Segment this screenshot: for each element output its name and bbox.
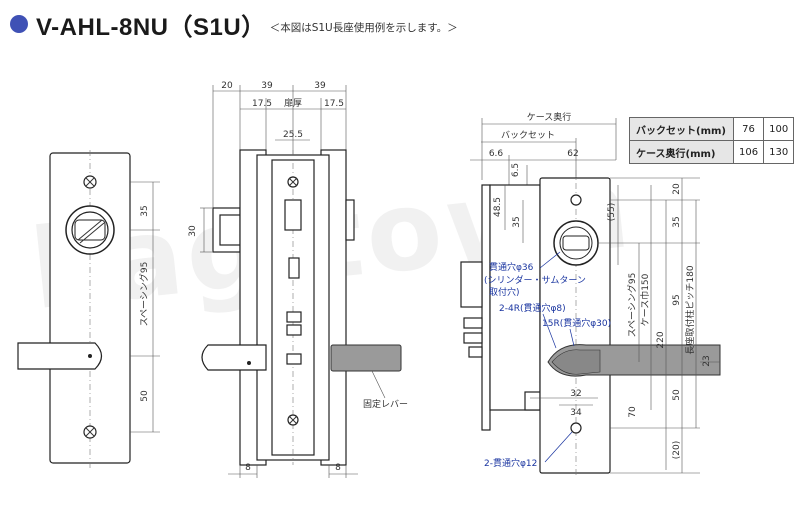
side-dim-25-5: 25.5 <box>283 130 303 140</box>
case-dim-spacing95: スペーシング95 <box>626 273 638 338</box>
side-dim-door: 扉厚 <box>284 97 302 109</box>
side-dim-17-5-right: 17.5 <box>324 99 344 109</box>
case-dim-width150: ケース巾150 <box>639 273 651 326</box>
spec-value: 100 <box>763 117 795 141</box>
case-dim-70: 70 <box>628 406 638 418</box>
case-dim-48-5: 48.5 <box>493 197 503 217</box>
side-dim-8-right: 8 <box>335 463 341 473</box>
case-dim-depth: ケース奥行 <box>527 111 572 123</box>
case-dim-50: 50 <box>672 389 682 401</box>
side-lever-left <box>201 344 267 371</box>
side-dim-39-left: 39 <box>261 81 273 91</box>
spec-label: バックセット(mm) <box>629 117 734 141</box>
case-dim-32: 32 <box>570 389 581 399</box>
note-hole12: 2-貫通穴φ12 <box>484 457 537 469</box>
case-dim-35-right: 35 <box>672 216 682 227</box>
front-lever <box>17 342 103 370</box>
front-dim-top: 35 <box>140 205 150 216</box>
front-dim-bottom: 50 <box>140 390 150 402</box>
fixed-lever <box>330 344 402 372</box>
front-dim-spacing: スペーシング95 <box>138 262 150 327</box>
cylinder-icon <box>553 220 599 266</box>
case-dim-6-6: 6.6 <box>489 149 504 159</box>
spec-table: バックセット(mm) 76 100 ケース奥行(mm) 106 130 <box>629 117 795 164</box>
case-dim-23: 23 <box>702 355 712 366</box>
table-row: バックセット(mm) 76 100 <box>629 117 795 141</box>
fixed-lever-label: 固定レバー <box>363 398 408 410</box>
table-row: ケース奥行(mm) 106 130 <box>629 140 795 164</box>
note-hole36: 貫通穴φ36 <box>489 261 534 273</box>
page-header: V-AHL-8NU（S1U） ＜本図はS1U長座使用例を示します。＞ <box>10 6 458 42</box>
spec-value: 106 <box>732 140 765 164</box>
page-title: V-AHL-8NU（S1U） <box>36 13 266 41</box>
front-view: 35 スペーシング95 50 <box>17 150 160 470</box>
case-dim-6-5: 6.5 <box>511 163 521 177</box>
page-note: ＜本図はS1U長座使用例を示します。＞ <box>269 21 458 34</box>
side-dim-30: 30 <box>188 225 198 237</box>
spec-value: 130 <box>763 140 795 164</box>
case-view: ケース奥行 バックセット 6.6 6.5 62 48.5 <box>460 111 721 478</box>
case-dim-55: (55) <box>607 203 617 221</box>
side-view: 20 39 39 17.5 扉厚 17.5 25.5 30 <box>188 81 408 478</box>
faceplate <box>481 184 491 431</box>
bullet-icon <box>10 15 28 33</box>
note-cylinder-2: 取付穴) <box>489 286 520 298</box>
note-cylinder-1: (シリンダー・サムターン <box>484 274 586 286</box>
case-dim-20-top: 20 <box>672 183 682 195</box>
case-dim-62: 62 <box>567 149 578 159</box>
note-r15: 15R(貫通穴φ30) <box>542 317 611 329</box>
side-dim-8-left: 8 <box>245 463 251 473</box>
case-dim-220: 220 <box>656 331 666 348</box>
cylinder-icon <box>65 205 115 255</box>
spec-value: 76 <box>732 117 765 141</box>
case-dim-34: 34 <box>570 408 582 418</box>
screw-icon <box>83 175 97 189</box>
note-r4: 2-4R(貫通穴φ8) <box>499 302 566 314</box>
side-dim-17-5-left: 17.5 <box>252 99 272 109</box>
case-dim-35: 35 <box>512 216 522 227</box>
spec-label: ケース奥行(mm) <box>629 140 734 164</box>
side-dim-39-right: 39 <box>314 81 326 91</box>
case-dim-backset: バックセット <box>501 130 555 141</box>
case-dim-pitch180: 長座取付柱ピッチ180 <box>684 265 696 354</box>
case-dim-20-bottom: (20) <box>672 441 682 459</box>
side-dim-20: 20 <box>221 81 233 91</box>
case-dim-95: 95 <box>672 294 682 305</box>
screw-icon <box>83 425 97 439</box>
